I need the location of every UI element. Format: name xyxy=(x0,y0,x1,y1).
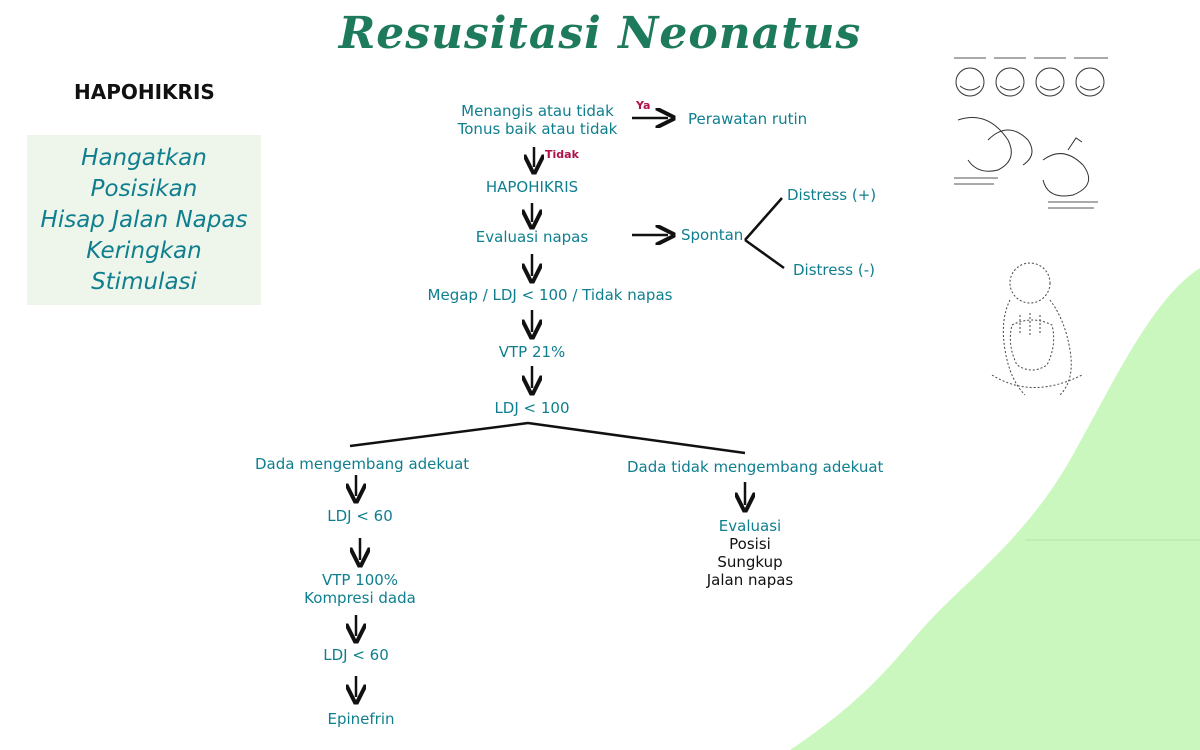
hapohikris-item: Posisikan xyxy=(90,176,198,202)
evaluasi: Evaluasi xyxy=(718,517,782,535)
vtp-100-compression: VTP 100% Kompresi dada xyxy=(290,571,430,607)
hapohikris-item: Stimulasi xyxy=(91,269,197,295)
hapohikris-item: Keringkan xyxy=(86,238,202,264)
distress-positive: Distress (+) xyxy=(787,186,877,204)
ventilation-technique-illustration xyxy=(954,57,1108,209)
no-label: Tidak xyxy=(545,148,579,161)
split-left xyxy=(349,421,529,448)
start-line-1: Menangis atau tidak xyxy=(461,102,614,120)
chest-compression: Kompresi dada xyxy=(304,589,416,607)
split-right xyxy=(527,421,746,455)
distress-negative: Distress (-) xyxy=(793,261,875,279)
hapohikris-heading: HAPOHIKRIS xyxy=(74,80,215,104)
branch-distress-neg xyxy=(744,238,785,270)
routine-care: Perawatan rutin xyxy=(688,110,808,128)
hapohikris-panel: Hangatkan Posisikan Hisap Jalan Napas Ke… xyxy=(27,135,261,305)
vtp-100: VTP 100% xyxy=(321,571,399,589)
hapohikris-item: Hisap Jalan Napas xyxy=(40,207,248,233)
spontan: Spontan xyxy=(681,226,744,244)
jalan-napas: Jalan napas xyxy=(706,571,794,589)
start-line-2: Tonus baik atau tidak xyxy=(457,120,618,138)
chest-rise-inadequate: Dada tidak mengembang adekuat xyxy=(627,458,884,476)
posisi: Posisi xyxy=(729,535,771,553)
sungkup: Sungkup xyxy=(717,553,783,571)
vtp-21: VTP 21% xyxy=(498,343,566,361)
page-title: Resusitasi Neonatus xyxy=(338,8,862,59)
branch-distress-pos xyxy=(744,197,783,241)
evaluasi-group: Evaluasi Posisi Sungkup Jalan napas xyxy=(690,517,810,589)
yes-label: Ya xyxy=(636,99,651,112)
chest-rise-adequate: Dada mengembang adekuat xyxy=(255,455,470,473)
ldj-less-100: LDJ < 100 xyxy=(494,399,570,417)
eval-breath: Evaluasi napas xyxy=(475,228,589,246)
ldj-less-60: LDJ < 60 xyxy=(327,507,393,525)
epinefrin: Epinefrin xyxy=(327,710,395,728)
hapohikris-step: HAPOHIKRIS xyxy=(485,178,579,196)
gasping-criteria: Megap / LDJ < 100 / Tidak napas xyxy=(427,286,673,304)
hapohikris-item: Hangatkan xyxy=(81,145,207,171)
start-criteria: Menangis atau tidak Tonus baik atau tida… xyxy=(440,102,635,138)
chest-compression-illustration xyxy=(991,262,1083,396)
ldj-less-60: LDJ < 60 xyxy=(323,646,389,664)
